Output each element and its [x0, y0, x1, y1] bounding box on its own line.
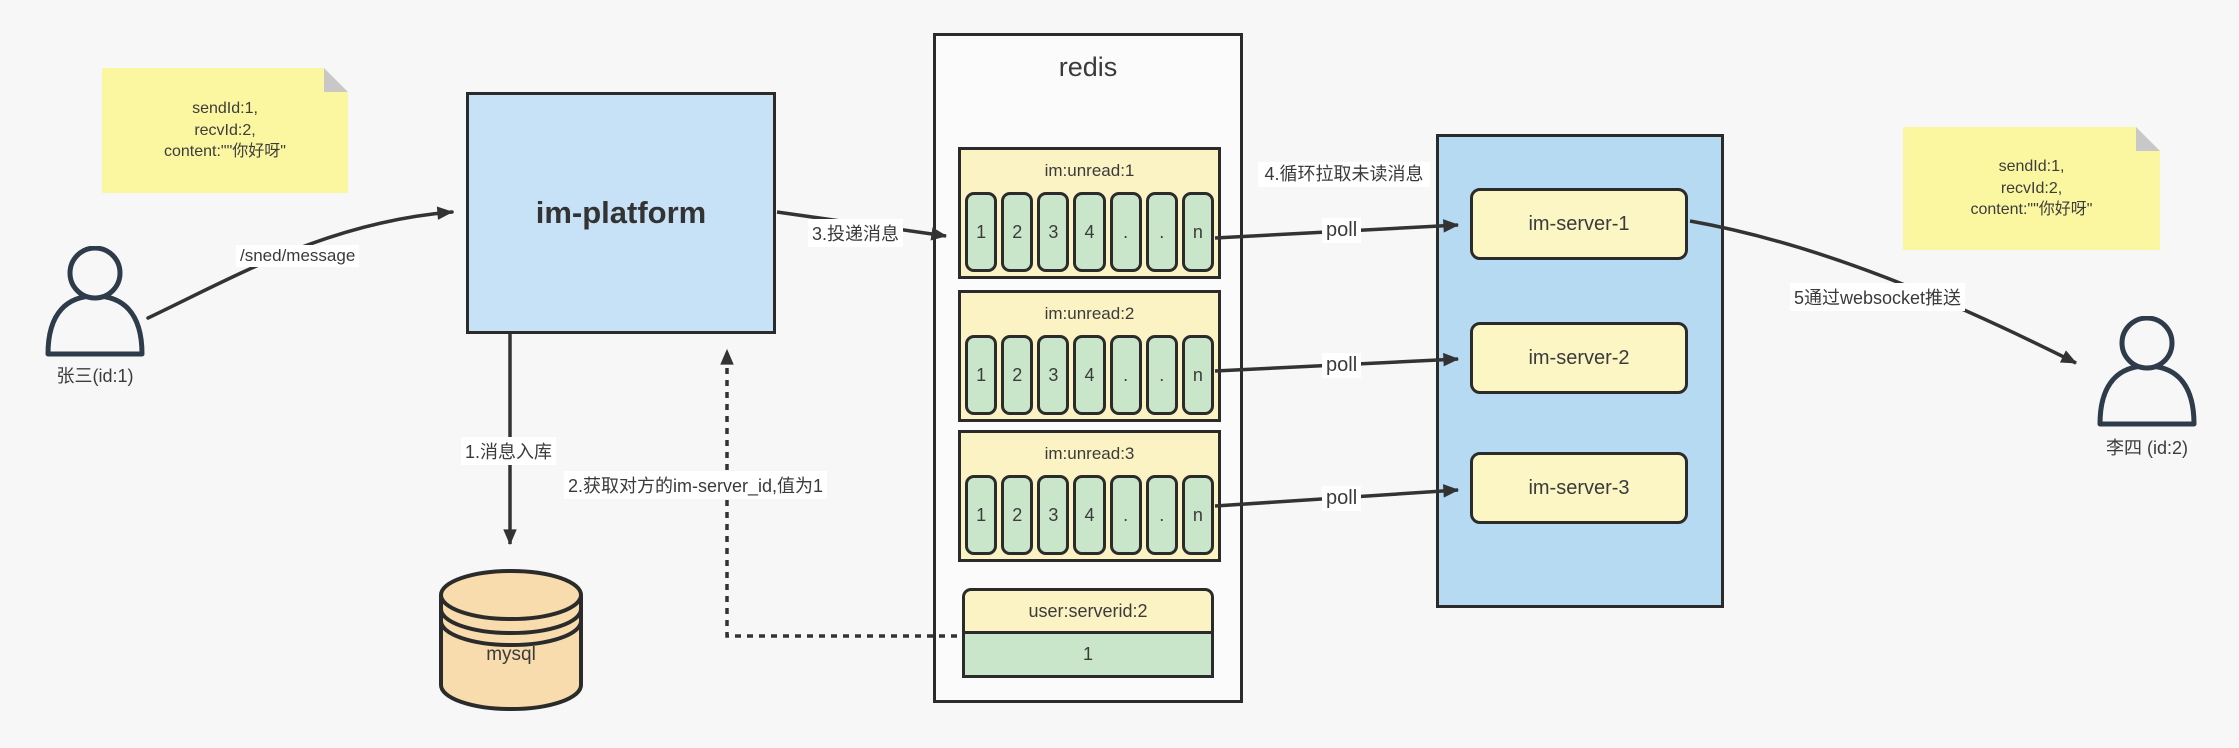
receiver-person: [2092, 315, 2202, 436]
queue-cell: .: [1145, 192, 1178, 272]
person-icon: [45, 245, 145, 357]
queue-cell: 1: [965, 475, 998, 555]
queue-cell: .: [1145, 335, 1178, 415]
poll-label-2: poll: [1322, 353, 1362, 378]
person-icon: [2097, 315, 2197, 427]
mysql-label: mysql: [486, 644, 536, 665]
queue-cell: 3: [1037, 192, 1070, 272]
queue-cell: .: [1145, 475, 1178, 555]
step2-label: 2.获取对方的im-server_id,值为1: [564, 471, 828, 499]
user-serverid-kv: user:serverid:2 1: [962, 588, 1214, 678]
queue-im-unread-3: im:unread:3 1 2 3 4 . . n: [958, 430, 1221, 562]
queue-cell: 3: [1037, 335, 1070, 415]
queue-cell: n: [1181, 475, 1214, 555]
mysql-cylinder: [433, 561, 589, 722]
sender-label: 张三(id:1): [56, 366, 134, 386]
queue-cell: n: [1181, 335, 1214, 415]
queue-cell: 1: [965, 335, 998, 415]
queue-header: im:unread:1: [1044, 161, 1135, 180]
note-fold-icon: [2136, 127, 2160, 151]
queue-header: im:unread:2: [1044, 304, 1135, 323]
note-line: sendId:1,: [192, 100, 258, 118]
queue-cell: n: [1181, 192, 1214, 272]
queue-cell: 4: [1073, 335, 1106, 415]
redis-title: redis: [1058, 52, 1118, 82]
im-server-3-node: im-server-3: [1470, 452, 1688, 524]
queue-im-unread-1: im:unread:1 1 2 3 4 . . n: [958, 147, 1221, 279]
step5-label: 5通过websocket推送: [1790, 283, 1966, 311]
sender-person: [40, 245, 150, 366]
poll-label-1: poll: [1322, 218, 1362, 243]
note-fold-icon: [324, 68, 348, 92]
queue-header: im:unread:3: [1044, 444, 1135, 463]
note-line: content:""你好呀": [164, 143, 286, 161]
queue-cell: .: [1109, 475, 1142, 555]
im-server-1-node: im-server-1: [1470, 188, 1688, 260]
queue-cell: 4: [1073, 192, 1106, 272]
queue-cells: 1 2 3 4 . . n: [961, 335, 1218, 415]
step1-label: 1.消息入库: [461, 437, 557, 465]
step4-label: 4.循环拉取未读消息: [1258, 162, 1430, 187]
queue-cell: 4: [1073, 475, 1106, 555]
queue-cell: 3: [1037, 475, 1070, 555]
queue-cell: 2: [1001, 475, 1034, 555]
queue-cell: .: [1109, 192, 1142, 272]
sender-message-note: sendId:1, recvId:2, content:""你好呀": [102, 68, 348, 193]
send-api-label: /sned/message: [236, 245, 360, 267]
kv-value: 1: [962, 634, 1214, 678]
database-icon: [439, 569, 583, 711]
im-platform-node: im-platform: [466, 92, 776, 334]
note-line: recvId:2,: [2000, 179, 2063, 197]
note-line: content:""你好呀": [1970, 201, 2093, 219]
im-server-2-node: im-server-2: [1470, 322, 1688, 394]
queue-cell: 2: [1001, 192, 1034, 272]
queue-cells: 1 2 3 4 . . n: [961, 475, 1218, 555]
receiver-label: 李四 (id:2): [2105, 438, 2188, 458]
poll-label-3: poll: [1322, 486, 1362, 511]
queue-cell: .: [1109, 335, 1142, 415]
queue-cell: 1: [965, 192, 998, 272]
note-line: sendId:1,: [1998, 158, 2065, 176]
note-line: recvId:2,: [194, 121, 256, 139]
queue-im-unread-2: im:unread:2 1 2 3 4 . . n: [958, 290, 1221, 422]
kv-key: user:serverid:2: [962, 588, 1214, 634]
queue-cell: 2: [1001, 335, 1034, 415]
receiver-message-note: sendId:1, recvId:2, content:""你好呀": [1903, 127, 2160, 250]
queue-cells: 1 2 3 4 . . n: [961, 192, 1218, 272]
step3-label: 3.投递消息: [808, 219, 904, 247]
